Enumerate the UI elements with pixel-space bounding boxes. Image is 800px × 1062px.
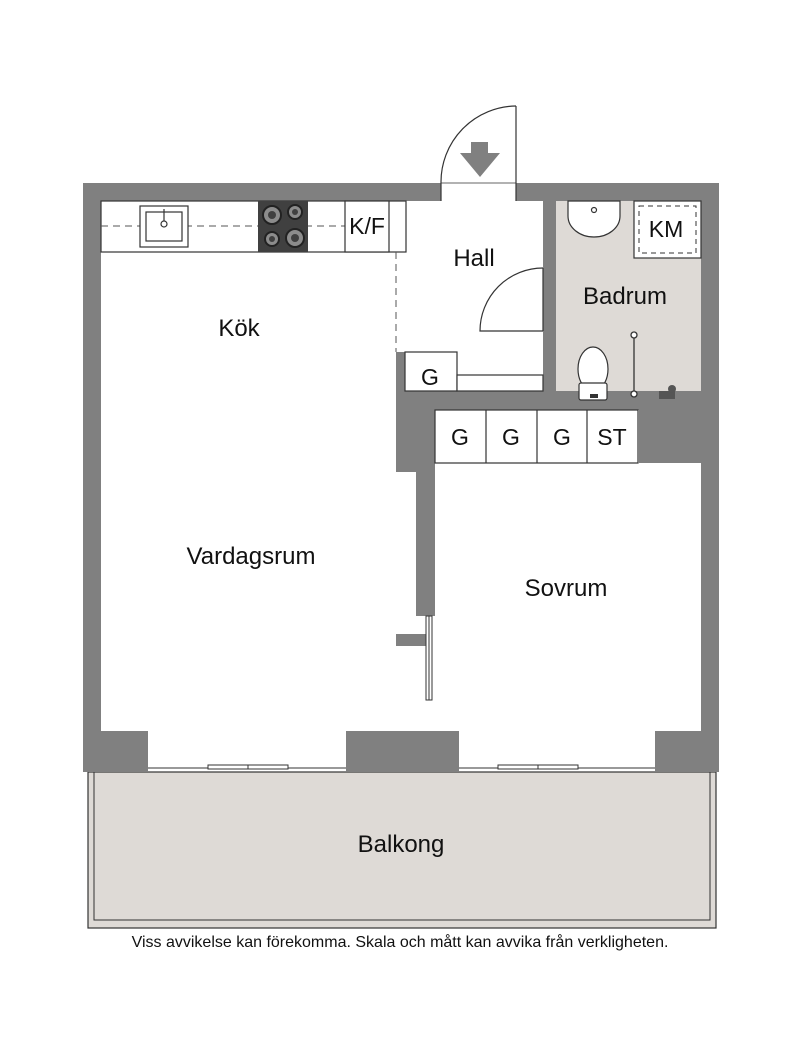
bedroom-label: Sovrum <box>525 575 608 602</box>
disclaimer-text: Viss avvikelse kan förekomma. Skala och … <box>131 934 669 951</box>
fridge-freezer-label: K/F <box>349 213 385 239</box>
hall-closet-label: G <box>421 364 439 390</box>
sink-icon <box>139 205 189 248</box>
outer-walls <box>83 183 719 772</box>
fridge-freezer: K/F <box>344 200 390 253</box>
washing-machine-label: KM <box>649 216 684 242</box>
stove-icon <box>258 201 308 252</box>
toilet-icon <box>577 346 609 401</box>
bathroom-door[interactable] <box>479 267 544 332</box>
balcony-label: Balkong <box>358 831 445 858</box>
washbasin-icon <box>567 200 621 238</box>
washing-machine: KM <box>633 200 702 259</box>
hall-closet: G <box>404 351 544 392</box>
bathroom-label: Badrum <box>583 283 667 310</box>
closet-3-label: G <box>553 424 571 450</box>
bedroom-sliding-door[interactable] <box>425 615 433 701</box>
entrance-arrow-icon <box>460 142 500 177</box>
closet-1-label: G <box>451 424 469 450</box>
kitchen-label: Kök <box>218 315 260 342</box>
interior-walls <box>396 201 701 646</box>
shower-icon <box>630 331 676 399</box>
living-room-label: Vardagsrum <box>187 543 316 570</box>
closet-2-label: G <box>502 424 520 450</box>
storage-label: ST <box>597 424 626 450</box>
entrance-door[interactable] <box>440 105 517 201</box>
hall-label: Hall <box>453 245 494 272</box>
balcony-doors <box>148 764 655 773</box>
closet-row: G G G ST <box>434 409 701 464</box>
